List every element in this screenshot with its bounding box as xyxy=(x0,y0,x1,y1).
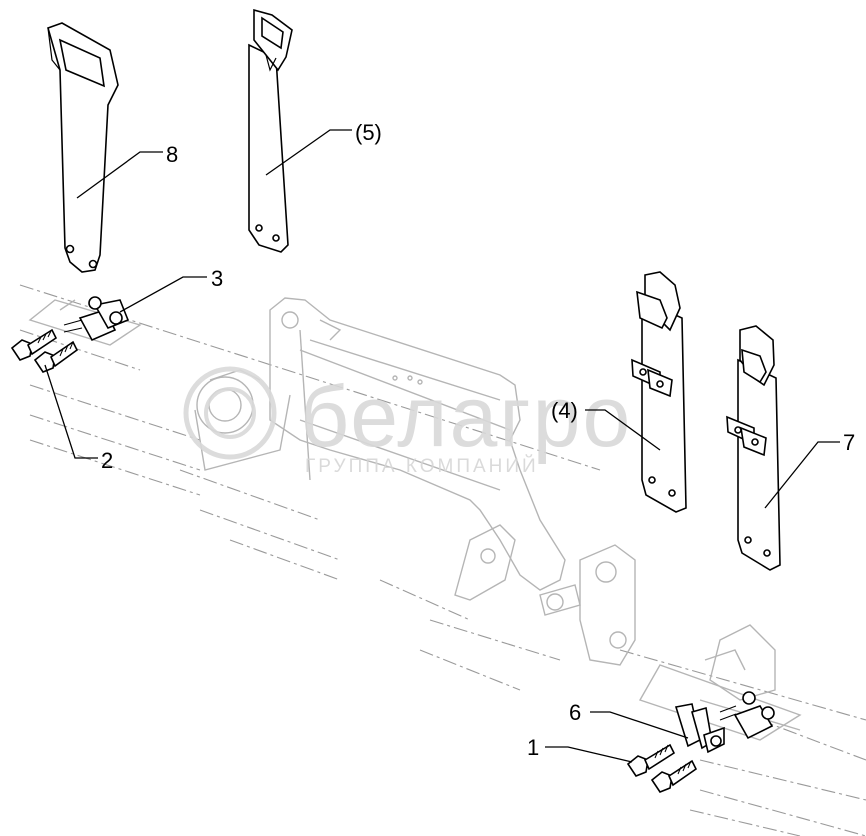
lower-right-mount-ghost xyxy=(638,624,802,741)
watermark: белагро ГРУППА КОМПАНИЙ xyxy=(183,366,632,477)
leader-2 xyxy=(44,364,98,459)
part-6-clamp xyxy=(674,691,775,754)
callout-2: 2 xyxy=(101,448,113,473)
callouts: 8 (5) 3 2 (4) 7 6 1 xyxy=(101,120,855,760)
callout-3: 3 xyxy=(211,266,223,291)
part-7-strap xyxy=(726,325,781,571)
watermark-brand: белагро xyxy=(300,369,632,465)
frame-bracket-ghost xyxy=(194,297,636,666)
callout-1: 1 xyxy=(527,735,539,760)
frame-centerlines xyxy=(19,284,866,836)
callout-6: 6 xyxy=(569,700,581,725)
leader-6 xyxy=(590,711,689,739)
callout-4: (4) xyxy=(551,398,578,423)
part-3-clamp xyxy=(63,296,130,342)
leader-1 xyxy=(545,746,633,763)
leader-4 xyxy=(585,409,661,451)
leader-5 xyxy=(265,129,352,176)
callout-7: 7 xyxy=(843,430,855,455)
watermark-tagline: ГРУППА КОМПАНИЙ xyxy=(305,455,539,477)
part-4-strap xyxy=(631,271,687,513)
leader-8 xyxy=(76,151,163,199)
leader-3 xyxy=(119,276,207,313)
callout-5: (5) xyxy=(355,120,382,145)
part-1-bolts xyxy=(626,743,698,793)
part-5-strap xyxy=(248,8,293,253)
leader-7 xyxy=(764,441,840,509)
leader-lines xyxy=(44,129,840,763)
part-2-bolts xyxy=(10,328,79,373)
part-8-strap xyxy=(47,22,119,273)
callout-8: 8 xyxy=(166,142,178,167)
